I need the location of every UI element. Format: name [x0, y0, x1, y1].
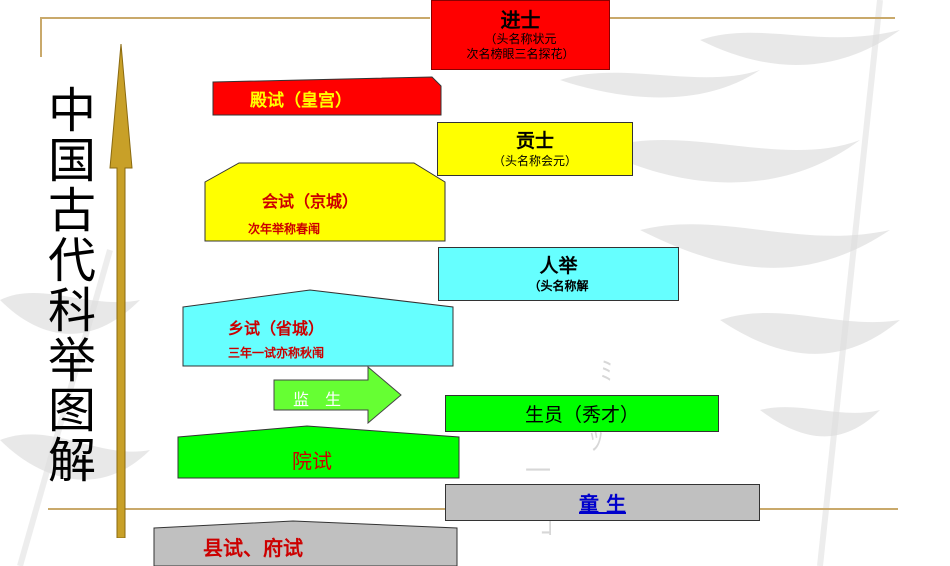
rank-jinshi: 进士 （头名称状元 次名榜眼三名探花）: [431, 0, 610, 70]
rank-tongsheng: 童 生: [445, 484, 760, 521]
exam-yuanshi-label: 院试: [292, 449, 332, 473]
progress-arrow-icon: [109, 44, 133, 538]
rank-jinshi-title: 进士: [500, 8, 541, 32]
rank-juren-line1: （头名称解: [528, 279, 589, 293]
top-rule-right: [610, 17, 895, 19]
exam-huishi-label: 会试（京城）: [262, 192, 359, 211]
rank-juren-title: 人举: [539, 255, 578, 277]
exam-xianshi: 县试、府试: [153, 520, 458, 566]
exam-huishi: 会试（京城） 次年举称春闱: [204, 162, 446, 242]
top-rule: [40, 17, 430, 19]
exam-xiangshi-note: 三年一试亦称秋闱: [228, 346, 325, 360]
exam-xiangshi: 乡试（省城） 三年一试亦称秋闱: [182, 289, 454, 367]
svg-text:一: 一: [525, 457, 551, 487]
rank-jinshi-line1: （头名称状元: [484, 32, 557, 46]
exam-xianshi-label: 县试、府试: [203, 536, 303, 560]
rank-gongshi-line1: （头名称会元）: [492, 154, 577, 168]
rank-juren: 人举 （头名称解: [438, 247, 679, 301]
exam-xiangshi-label: 乡试（省城）: [228, 319, 325, 338]
rank-gongshi: 贡士 （头名称会元）: [437, 122, 633, 176]
jiansheng-arrow: 监 生: [273, 366, 403, 424]
svg-text:ﾐ: ﾐ: [600, 357, 613, 387]
exam-dianshi-label: 殿试（皇宫）: [250, 91, 352, 111]
exam-yuanshi: 院试: [177, 425, 460, 479]
jiansheng-label: 监 生: [293, 390, 342, 409]
page-title: 中国古代科举图解: [47, 83, 96, 489]
rank-shengyuan: 生员（秀才）: [445, 395, 719, 432]
rank-shengyuan-label: 生员（秀才）: [524, 404, 639, 426]
rank-jinshi-line2: 次名榜眼三名探花）: [466, 47, 575, 61]
rank-tongsheng-label: 童 生: [579, 492, 626, 516]
rank-gongshi-title: 贡士: [515, 130, 554, 152]
exam-huishi-note: 次年举称春闱: [248, 222, 321, 236]
left-border: [40, 17, 42, 57]
exam-dianshi: 殿试（皇宫）: [212, 76, 442, 116]
